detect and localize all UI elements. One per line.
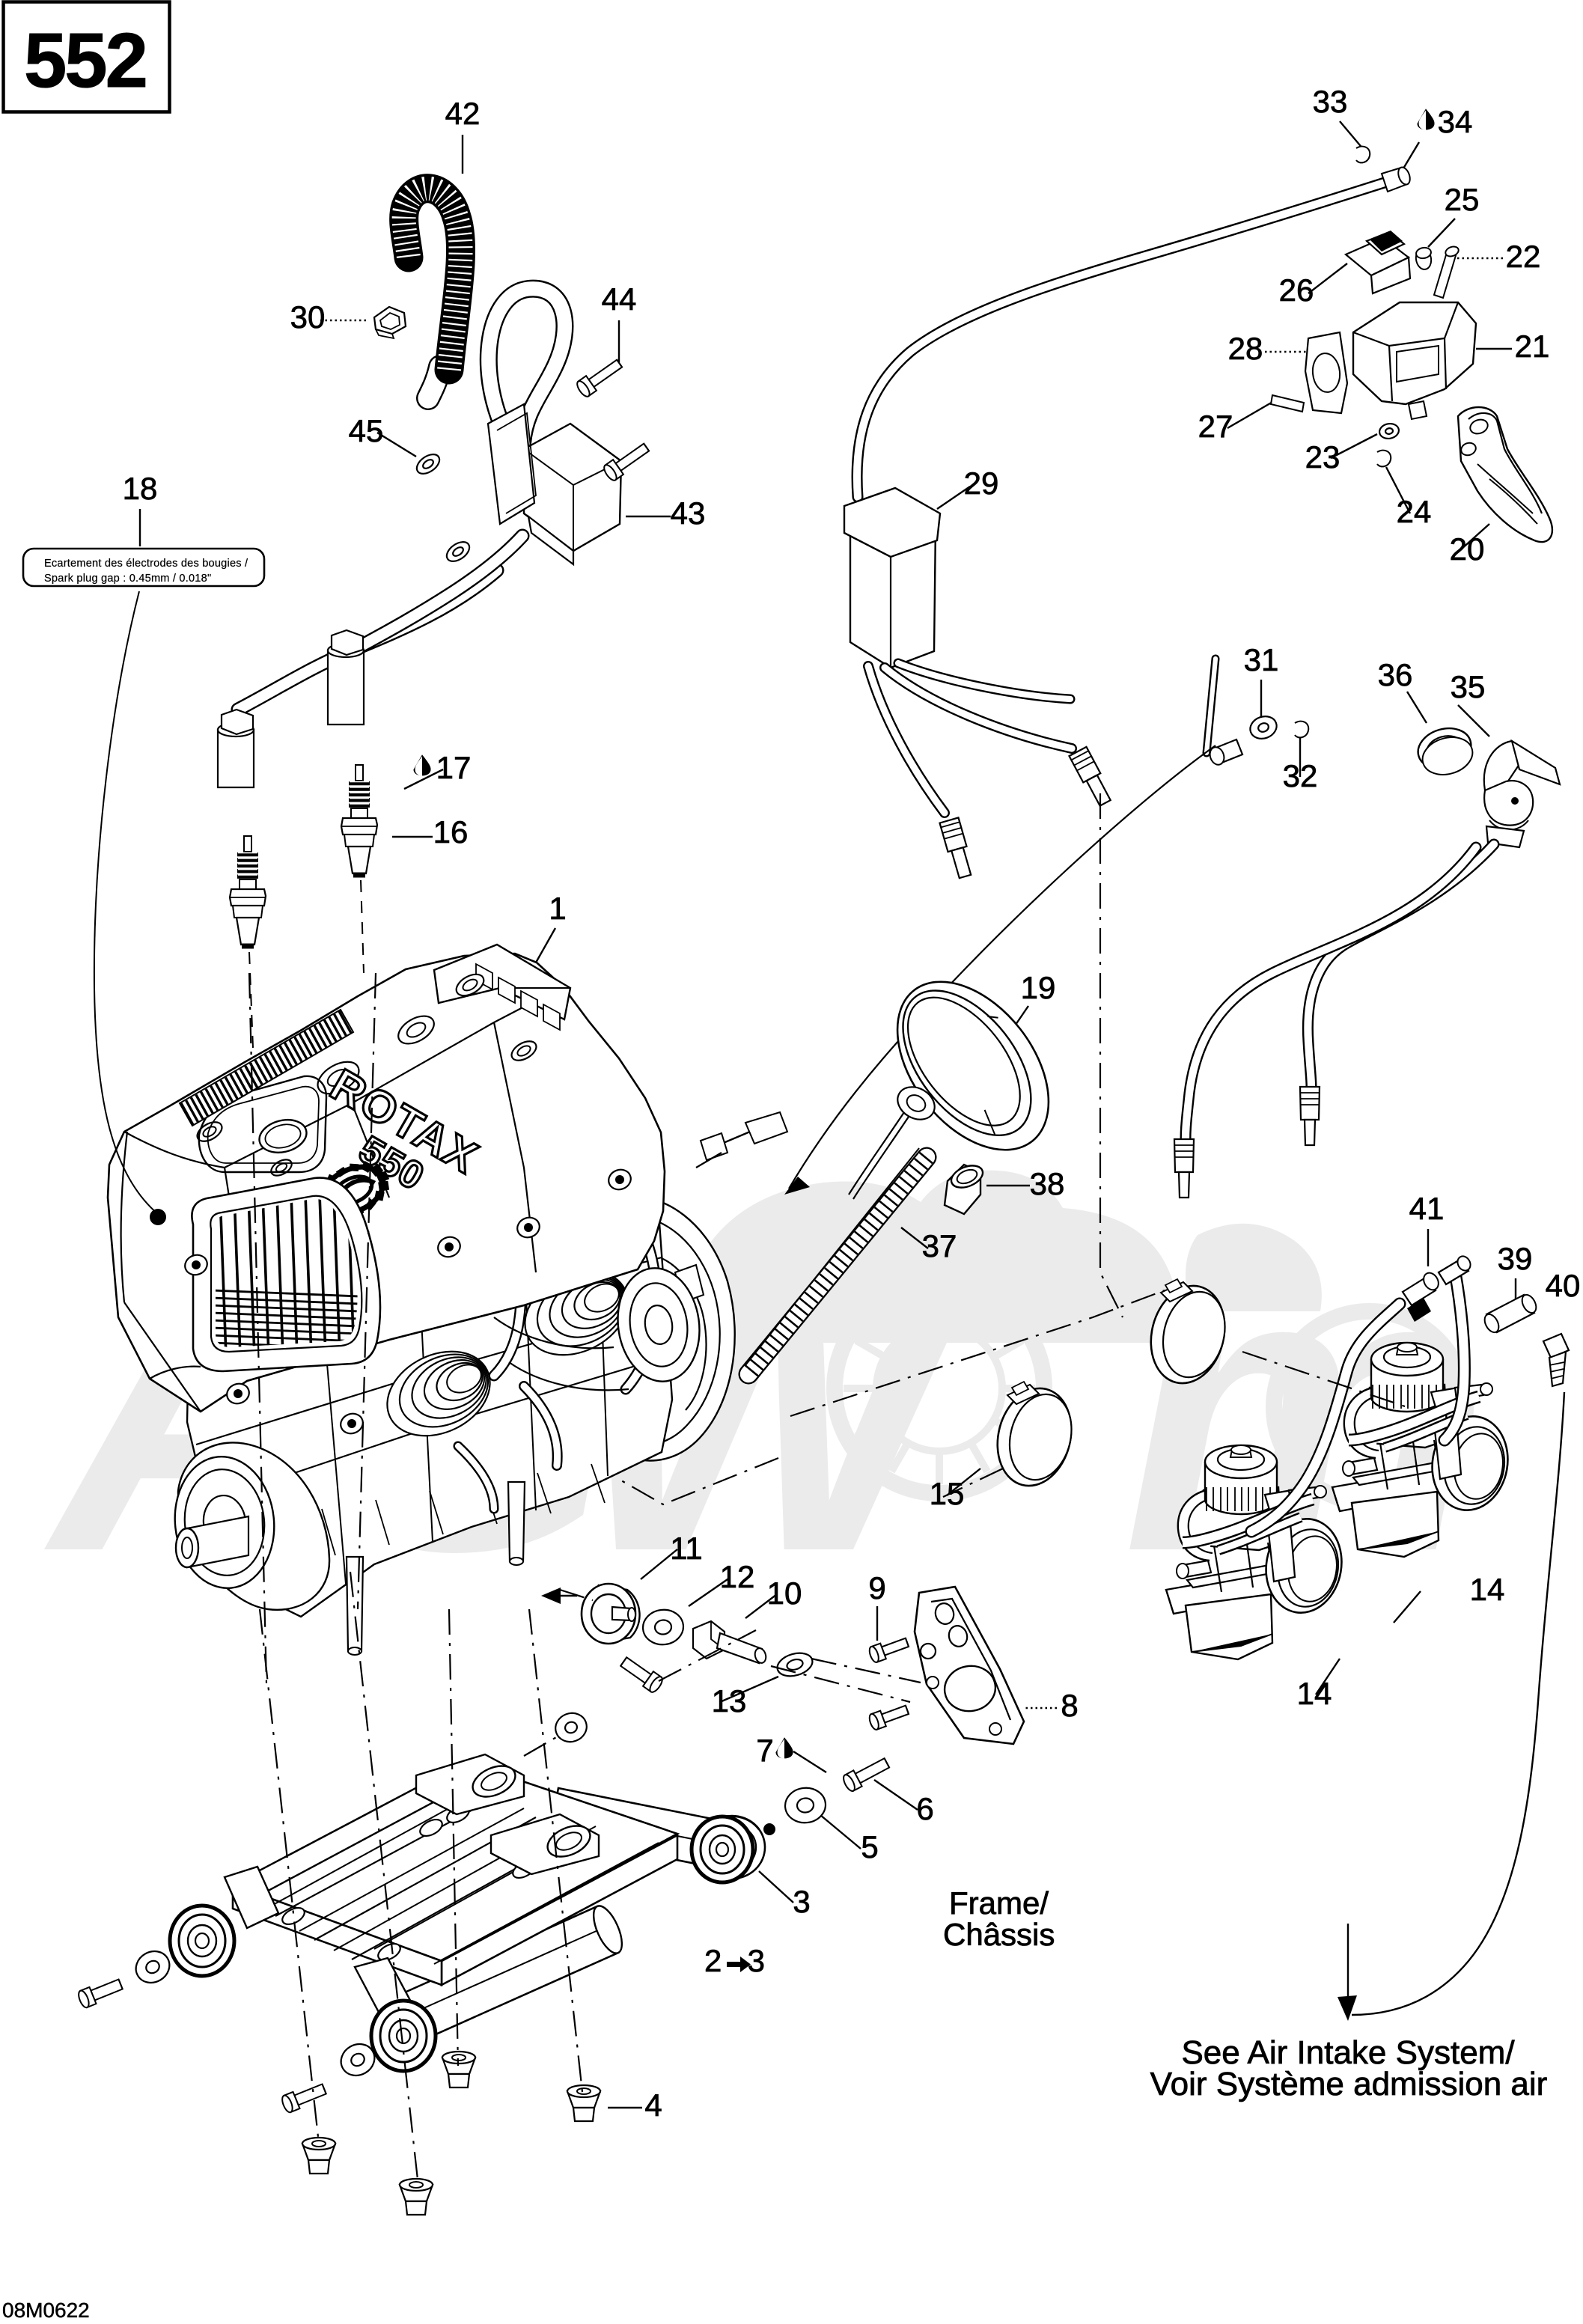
svg-text:45: 45 <box>349 413 384 448</box>
svg-text:25: 25 <box>1445 182 1480 217</box>
svg-text:21: 21 <box>1515 329 1550 364</box>
svg-text:9: 9 <box>868 1570 885 1605</box>
svg-text:40: 40 <box>1546 1268 1581 1303</box>
svg-text:Voir Système admission air: Voir Système admission air <box>1150 2066 1548 2102</box>
svg-text:41: 41 <box>1409 1191 1445 1226</box>
svg-text:3: 3 <box>793 1884 810 1919</box>
svg-text:16: 16 <box>433 814 469 850</box>
svg-text:42: 42 <box>445 96 481 131</box>
svg-text:30: 30 <box>290 299 326 335</box>
svg-text:27: 27 <box>1198 409 1233 444</box>
svg-text:24: 24 <box>1397 494 1432 529</box>
svg-text:12: 12 <box>720 1559 755 1594</box>
svg-text:36: 36 <box>1378 657 1413 692</box>
svg-text:17: 17 <box>436 750 472 785</box>
svg-text:5: 5 <box>861 1829 878 1864</box>
svg-text:Spark plug gap : 0.45mm / 0: Spark plug gap : 0.45mm / 0.018" <box>44 573 211 585</box>
svg-text:37: 37 <box>922 1228 957 1263</box>
svg-text:4: 4 <box>644 2087 662 2123</box>
svg-text:1: 1 <box>549 891 566 926</box>
svg-text:3: 3 <box>748 1943 765 1978</box>
svg-text:18: 18 <box>123 471 158 506</box>
svg-text:31: 31 <box>1244 642 1279 677</box>
svg-text:8: 8 <box>1061 1688 1078 1723</box>
svg-text:2: 2 <box>704 1943 722 1978</box>
svg-text:13: 13 <box>712 1683 747 1718</box>
svg-text:14: 14 <box>1470 1572 1505 1607</box>
svg-text:39: 39 <box>1498 1241 1533 1276</box>
svg-text:Châssis: Châssis <box>943 1917 1055 1952</box>
svg-text:552: 552 <box>24 17 146 103</box>
svg-text:28: 28 <box>1228 331 1263 366</box>
svg-text:20: 20 <box>1450 531 1485 567</box>
svg-text:7: 7 <box>756 1733 773 1768</box>
svg-text:26: 26 <box>1279 272 1314 308</box>
svg-text:38: 38 <box>1030 1166 1065 1201</box>
svg-text:6: 6 <box>916 1791 933 1826</box>
svg-text:29: 29 <box>964 466 999 501</box>
svg-text:Frame/: Frame/ <box>949 1885 1049 1921</box>
svg-text:15: 15 <box>930 1476 965 1511</box>
svg-text:11: 11 <box>670 1531 703 1566</box>
svg-text:See Air Intake System/: See Air Intake System/ <box>1181 2034 1515 2071</box>
svg-text:33: 33 <box>1313 84 1348 119</box>
svg-text:44: 44 <box>602 281 637 317</box>
svg-text:Ecartement des électrodes des: Ecartement des électrodes des bougies / <box>44 558 248 570</box>
svg-text:10: 10 <box>767 1576 802 1611</box>
svg-text:14: 14 <box>1297 1676 1332 1711</box>
svg-text:35: 35 <box>1451 669 1486 704</box>
svg-text:22: 22 <box>1506 239 1541 274</box>
svg-text:19: 19 <box>1021 970 1056 1005</box>
svg-text:34: 34 <box>1438 104 1473 139</box>
svg-text:43: 43 <box>671 495 706 531</box>
svg-text:08M0622: 08M0622 <box>2 2299 90 2322</box>
